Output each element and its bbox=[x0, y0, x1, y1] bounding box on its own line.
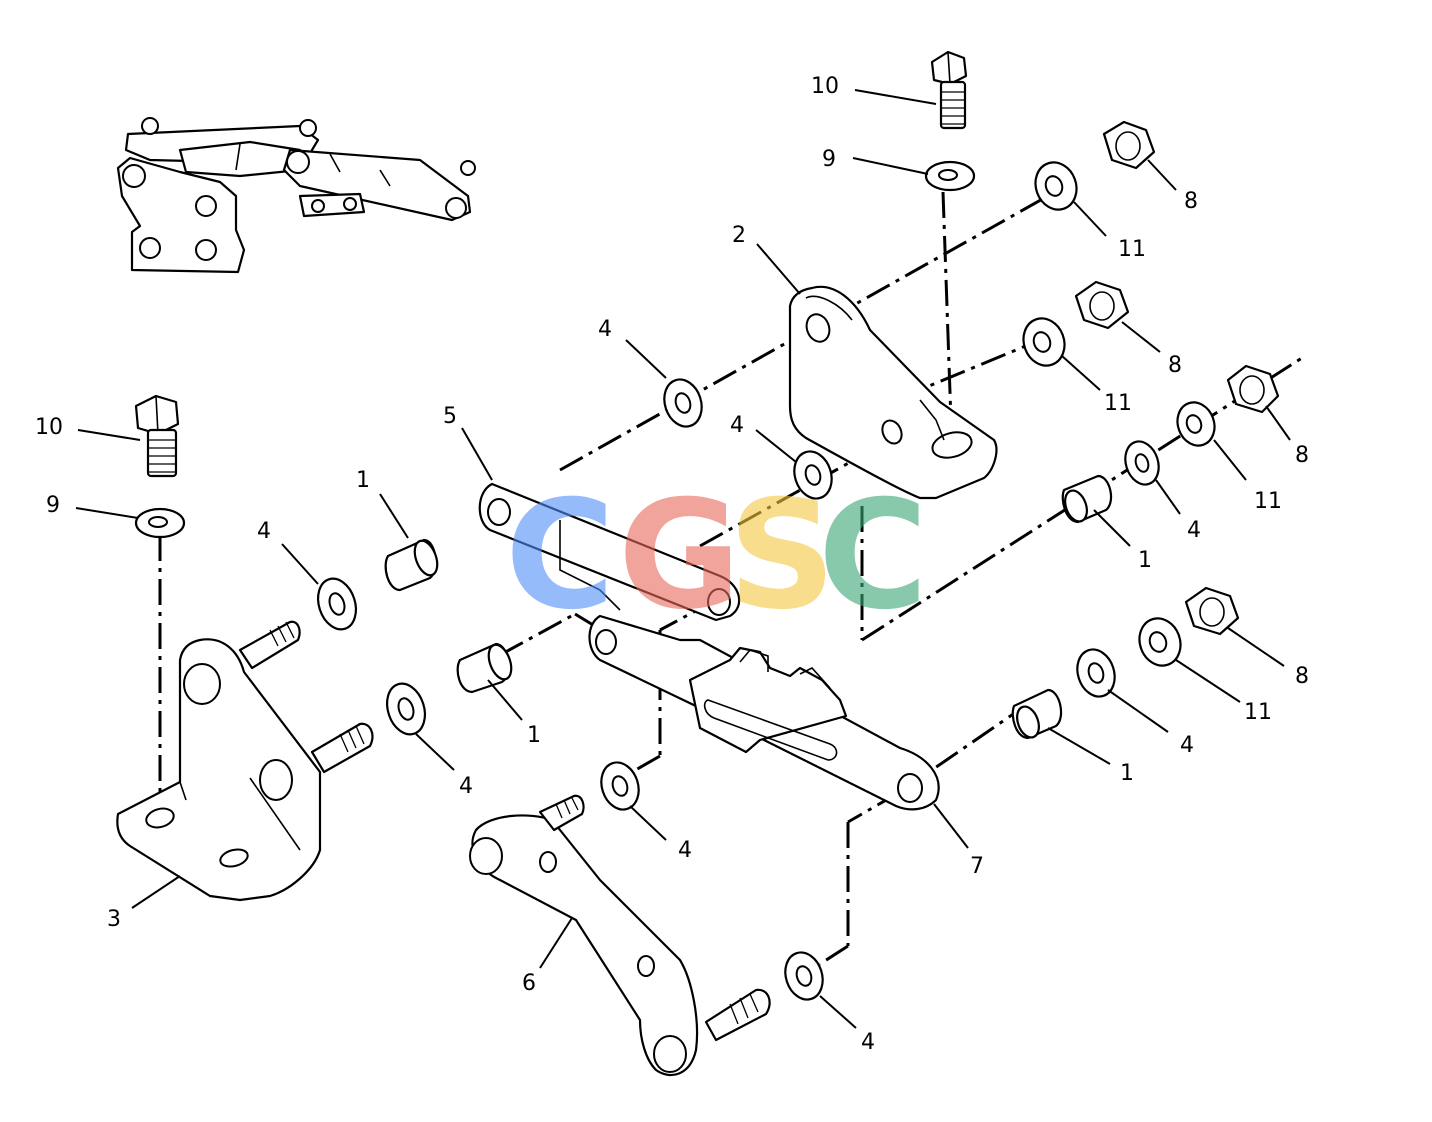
bushing-part-1-a bbox=[384, 538, 439, 592]
washer-part-4-d bbox=[385, 682, 427, 736]
callout-4: 4 bbox=[678, 838, 692, 863]
callout-9: 9 bbox=[46, 493, 60, 518]
callout-6: 6 bbox=[522, 971, 536, 996]
callout-11: 11 bbox=[1118, 237, 1146, 262]
callout-8: 8 bbox=[1168, 353, 1182, 378]
callout-4: 4 bbox=[1180, 733, 1194, 758]
bolt-part-10-left bbox=[134, 394, 180, 478]
callout-4: 4 bbox=[257, 519, 271, 544]
bracket-part-2 bbox=[788, 285, 998, 500]
watermark-letter-c1: C bbox=[505, 469, 615, 643]
lockwasher-part-11-a bbox=[1034, 161, 1078, 211]
callout-11: 11 bbox=[1104, 391, 1132, 416]
washer-part-9-top bbox=[924, 160, 976, 192]
watermark-letter-g: G bbox=[618, 469, 741, 643]
lockwasher-part-11-b bbox=[1022, 317, 1066, 367]
callout-4: 4 bbox=[598, 317, 612, 342]
callout-2: 2 bbox=[732, 223, 746, 248]
washer-part-4-h bbox=[784, 951, 824, 1001]
lockwasher-part-11-c bbox=[1176, 401, 1216, 447]
callout-labels: 10 9 8 11 2 8 4 11 8 10 4 5 11 9 1 4 4 1… bbox=[35, 74, 1309, 1055]
watermark-letter-s: S bbox=[728, 469, 836, 643]
bolt-part-10-top bbox=[930, 50, 968, 130]
callout-4: 4 bbox=[861, 1030, 875, 1055]
callout-1: 1 bbox=[1138, 548, 1152, 573]
callout-7: 7 bbox=[970, 854, 984, 879]
callout-5: 5 bbox=[443, 404, 457, 429]
watermark-letter-c2: C bbox=[818, 469, 928, 643]
callout-3: 3 bbox=[107, 907, 121, 932]
callout-11: 11 bbox=[1254, 489, 1282, 514]
callout-9: 9 bbox=[822, 147, 836, 172]
callout-4: 4 bbox=[730, 413, 744, 438]
nut-part-8-d bbox=[1184, 586, 1240, 636]
callout-1: 1 bbox=[356, 468, 370, 493]
link-part-5 bbox=[478, 482, 741, 622]
washer-part-4-b bbox=[793, 450, 833, 500]
bushing-part-1-b bbox=[456, 642, 513, 694]
callout-8: 8 bbox=[1184, 189, 1198, 214]
callout-11: 11 bbox=[1244, 700, 1272, 725]
leader-lines bbox=[75, 89, 1291, 1029]
washer-part-4-c bbox=[316, 577, 358, 631]
callout-4: 4 bbox=[459, 774, 473, 799]
assembly-thumbnail bbox=[116, 117, 476, 274]
nut-part-8-a bbox=[1102, 120, 1156, 170]
nut-part-8-b bbox=[1074, 280, 1130, 330]
washer-part-4-g bbox=[600, 761, 640, 811]
callout-4: 4 bbox=[1187, 518, 1201, 543]
bushing-part-1-c bbox=[1061, 474, 1113, 524]
callout-1: 1 bbox=[1120, 761, 1134, 786]
washer-part-4-e bbox=[1124, 440, 1160, 486]
cgsc-watermark: C G S C bbox=[505, 469, 928, 643]
link-part-7 bbox=[588, 614, 940, 811]
lever-part-6 bbox=[469, 794, 771, 1077]
callout-8: 8 bbox=[1295, 664, 1309, 689]
washer-part-9-left bbox=[134, 507, 186, 539]
washer-part-4-f bbox=[1076, 648, 1116, 698]
lockwasher-part-11-d bbox=[1138, 617, 1182, 667]
nut-part-8-c bbox=[1226, 364, 1280, 414]
callout-10: 10 bbox=[35, 415, 63, 440]
bracket-part-3 bbox=[116, 620, 374, 902]
callout-8: 8 bbox=[1295, 443, 1309, 468]
callout-10: 10 bbox=[811, 74, 839, 99]
callout-1: 1 bbox=[527, 723, 541, 748]
bushing-part-1-d bbox=[1011, 688, 1063, 740]
washer-part-4-a bbox=[663, 378, 703, 428]
